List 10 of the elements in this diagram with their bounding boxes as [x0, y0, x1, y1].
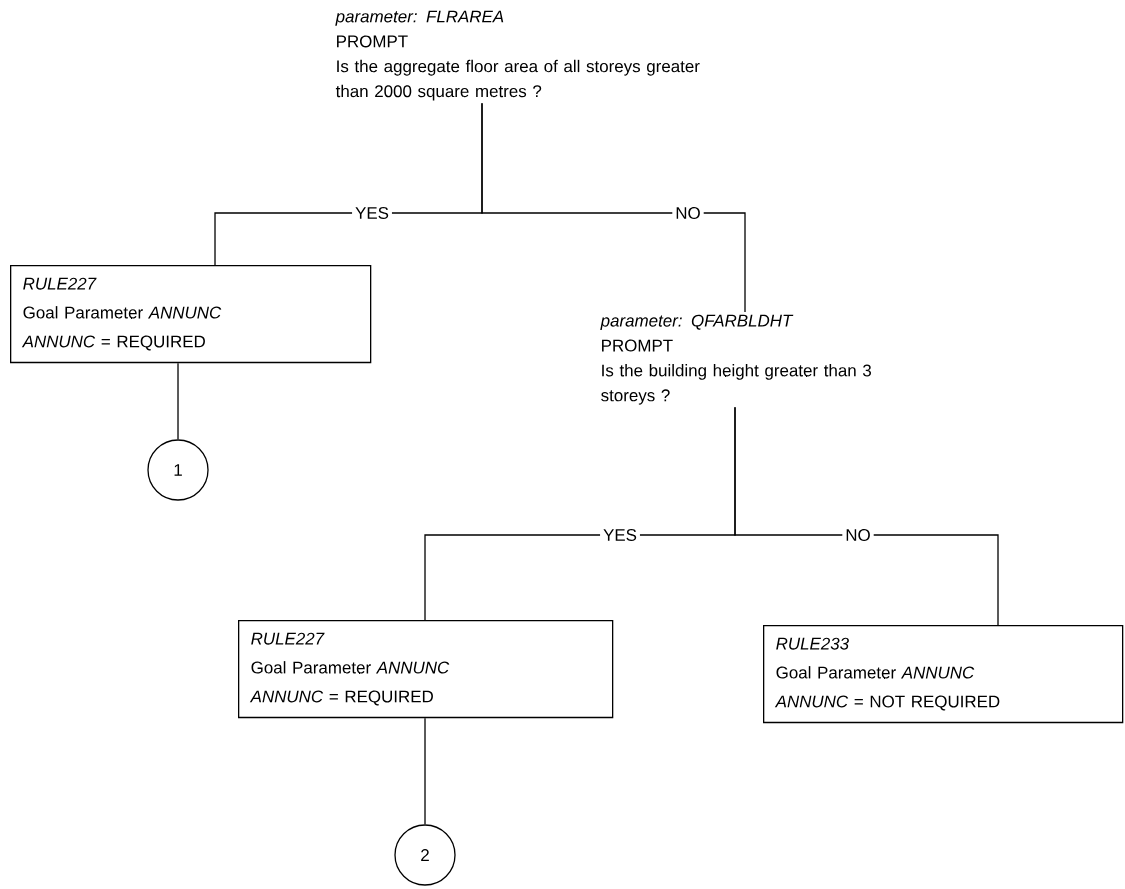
question-text: parameter: QFARBLDHT PROMPT Is the building height greater than 3 storeys ? [600, 314, 871, 405]
edge-label: YES [600, 526, 640, 544]
connector-line [734, 406, 999, 626]
question-text: parameter: FLRAREA PROMPT Is the aggregate floor area of all storeys greater than 2000 square metres ? [335, 10, 700, 101]
connector-line [177, 362, 179, 440]
edge-label: YES [352, 204, 392, 222]
connector-line [424, 717, 426, 825]
edge-label: NO [672, 204, 704, 222]
connector-line [481, 102, 746, 313]
edge-label: NO [842, 526, 874, 544]
